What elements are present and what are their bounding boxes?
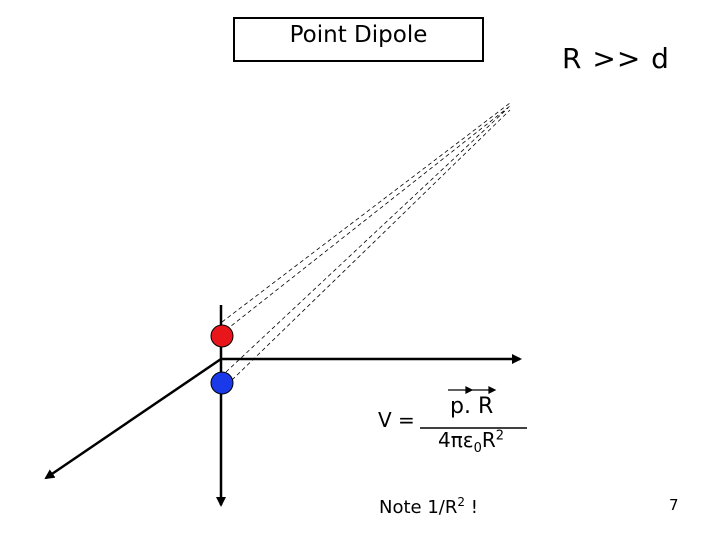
note-text: Note 1/R2 ! <box>379 495 478 518</box>
denominator-r: R <box>481 428 496 452</box>
denominator-four: 4 <box>438 428 451 452</box>
position-vector-r: R <box>477 394 494 419</box>
far-field-condition: R >> d <box>562 42 670 75</box>
negative-charge <box>210 371 234 395</box>
dashed-line-1 <box>221 102 511 323</box>
r-squared-exponent: 2 <box>495 428 505 444</box>
potential-label: V = <box>378 408 415 432</box>
epsilon-subscript: 0 <box>473 441 482 456</box>
axes <box>44 305 522 507</box>
dot-operator: . <box>463 394 471 419</box>
note-exponent: 2 <box>457 495 465 509</box>
slide-title: Point Dipole <box>289 22 428 48</box>
z-axis <box>44 357 222 480</box>
page-number: 7 <box>669 496 679 514</box>
dashed-line-3 <box>225 107 509 373</box>
dashed-field-lines <box>221 102 511 381</box>
formula-denominator: 4πε0R2 <box>438 428 504 456</box>
epsilon-symbol: ε <box>462 428 474 452</box>
dipole-moment-p: p <box>450 394 464 419</box>
positive-charge <box>210 324 234 348</box>
note-suffix: ! <box>465 497 478 518</box>
dashed-line-4 <box>231 109 511 381</box>
r-vector-arrowhead <box>488 386 497 394</box>
vector-arrows <box>448 386 497 394</box>
title-box <box>233 17 484 62</box>
dashed-line-2 <box>225 105 511 331</box>
note-prefix: Note 1/R <box>379 497 458 518</box>
formula-numerator: p. R <box>450 394 493 419</box>
pi-symbol: π <box>450 428 463 452</box>
p-vector-arrowhead <box>465 386 474 394</box>
